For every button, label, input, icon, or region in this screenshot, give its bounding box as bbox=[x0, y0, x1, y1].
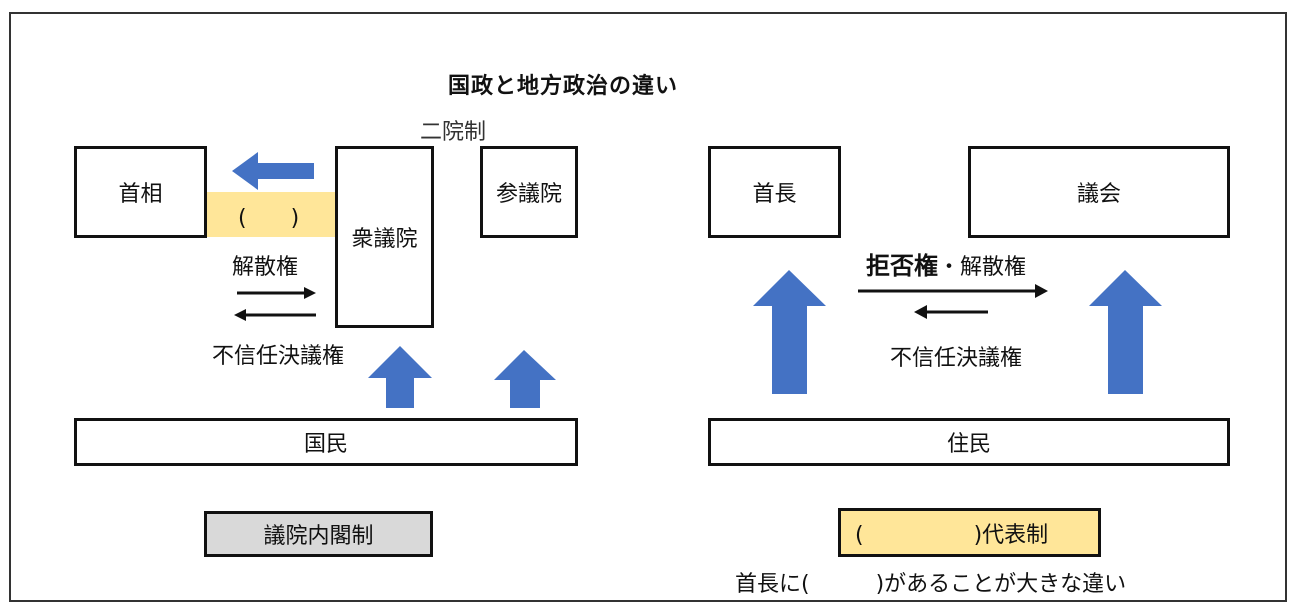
upper-house-label: 参議院 bbox=[495, 182, 562, 207]
veto-arrow bbox=[858, 284, 1048, 298]
dissolution-right-label: 解散権 bbox=[232, 255, 299, 280]
parliamentary-system-label: 議院内閣制 bbox=[263, 524, 374, 549]
no-confidence-arrow bbox=[234, 309, 316, 321]
assembly-box: 議会 bbox=[968, 146, 1230, 238]
no-confidence-label: 不信任決議権 bbox=[212, 344, 345, 369]
diagram-title: 国政と地方政治の違い bbox=[448, 74, 679, 99]
difference-note: 首長に( )があることが大きな違い bbox=[735, 572, 1127, 597]
assembly-label: 議会 bbox=[1076, 182, 1121, 207]
veto-dissolution-label: 拒否権・解散権 bbox=[866, 246, 1026, 281]
lower-house-box: 衆議院 bbox=[335, 146, 434, 328]
blank-label: ( ) bbox=[238, 206, 300, 231]
blue-left-arrow bbox=[232, 152, 314, 190]
residents-box: 住民 bbox=[708, 418, 1230, 466]
blank-highlight bbox=[207, 192, 335, 237]
prime-minister-box: 首相 bbox=[74, 146, 207, 238]
blue-up-arrow-chief bbox=[753, 270, 826, 394]
citizens-box: 国民 bbox=[74, 418, 578, 466]
blue-up-arrow-lower-house bbox=[368, 346, 432, 408]
upper-house-box: 参議院 bbox=[480, 146, 578, 238]
residents-label: 住民 bbox=[946, 432, 991, 457]
representative-system-label: ( )代表制 bbox=[855, 522, 1049, 548]
lower-house-label: 衆議院 bbox=[351, 227, 418, 252]
diagram-frame bbox=[9, 12, 1287, 602]
citizens-label: 国民 bbox=[303, 432, 348, 457]
local-no-confidence-arrow bbox=[914, 305, 988, 319]
blue-up-arrow-assembly bbox=[1089, 270, 1162, 394]
chief-label: 首長 bbox=[752, 182, 797, 207]
blue-up-arrow-upper-house bbox=[494, 350, 556, 408]
representative-system-box: ( )代表制 bbox=[838, 508, 1101, 557]
veto-label: 拒否権 bbox=[866, 252, 938, 280]
local-no-confidence-label: 不信任決議権 bbox=[890, 346, 1023, 371]
parliamentary-system-box: 議院内閣制 bbox=[204, 511, 433, 557]
local-dissolution-label: ・解散権 bbox=[938, 255, 1027, 280]
dissolution-arrow bbox=[237, 287, 316, 299]
chief-box: 首長 bbox=[708, 146, 841, 238]
bicameral-label: 二院制 bbox=[420, 120, 487, 145]
prime-minister-label: 首相 bbox=[118, 182, 163, 207]
